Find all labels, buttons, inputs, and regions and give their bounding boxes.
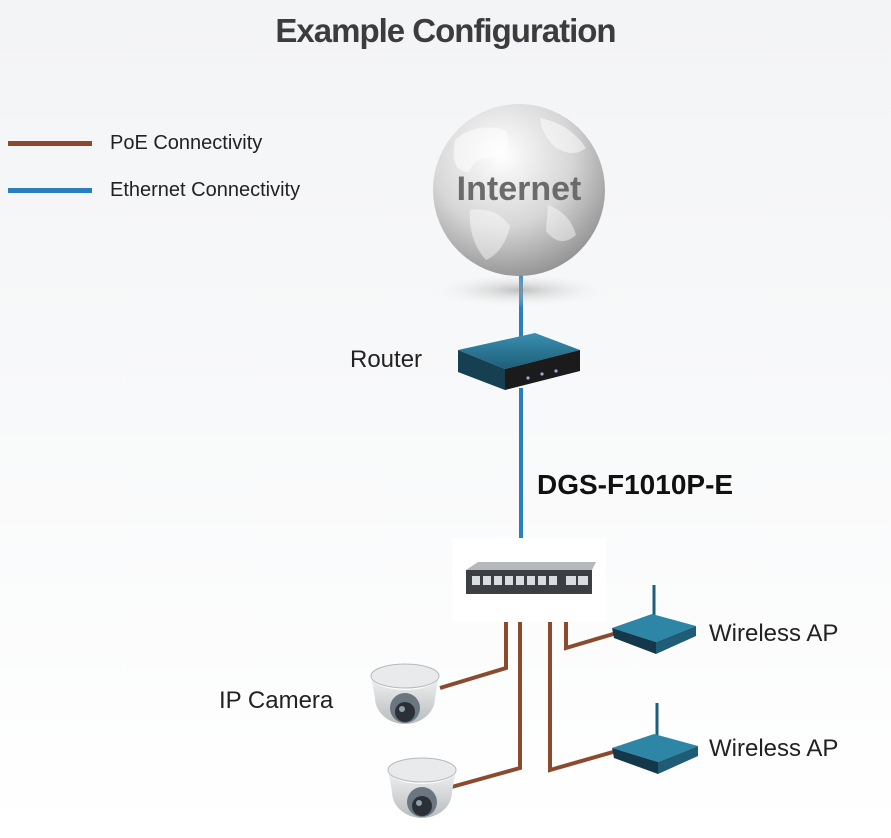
link-switch-ap-1	[564, 620, 621, 651]
link-switch-camera-2	[447, 620, 522, 790]
wireless-ap-1-label: Wireless AP	[709, 620, 839, 647]
wireless-ap-2-icon	[612, 703, 698, 774]
switch-label: DGS-F1010P-E	[537, 469, 734, 500]
link-switch-ap-2	[548, 620, 621, 773]
ip-camera-label: IP Camera	[219, 687, 334, 714]
wireless-ap-1-icon	[612, 585, 696, 654]
internet-globe-icon: Internet	[425, 104, 615, 308]
router-icon	[458, 333, 580, 390]
switch-icon	[452, 538, 606, 622]
internet-label: Internet	[457, 170, 582, 208]
ip-camera-2-icon	[387, 757, 457, 818]
wireless-ap-2-label: Wireless AP	[709, 735, 839, 762]
legend-item-poe: PoE Connectivity	[8, 131, 262, 155]
diagram-title: Example Configuration	[275, 12, 616, 49]
router-label: Router	[350, 346, 423, 373]
legend-item-ethernet: Ethernet Connectivity	[8, 178, 300, 202]
legend-label-poe: PoE Connectivity	[110, 131, 263, 154]
ethernet-line-swatch	[8, 187, 92, 193]
link-switch-camera-1	[439, 620, 508, 690]
legend-label-ethernet: Ethernet Connectivity	[110, 178, 301, 201]
poe-links	[439, 620, 621, 790]
ip-camera-1-icon	[370, 663, 440, 724]
poe-line-swatch	[8, 140, 92, 146]
